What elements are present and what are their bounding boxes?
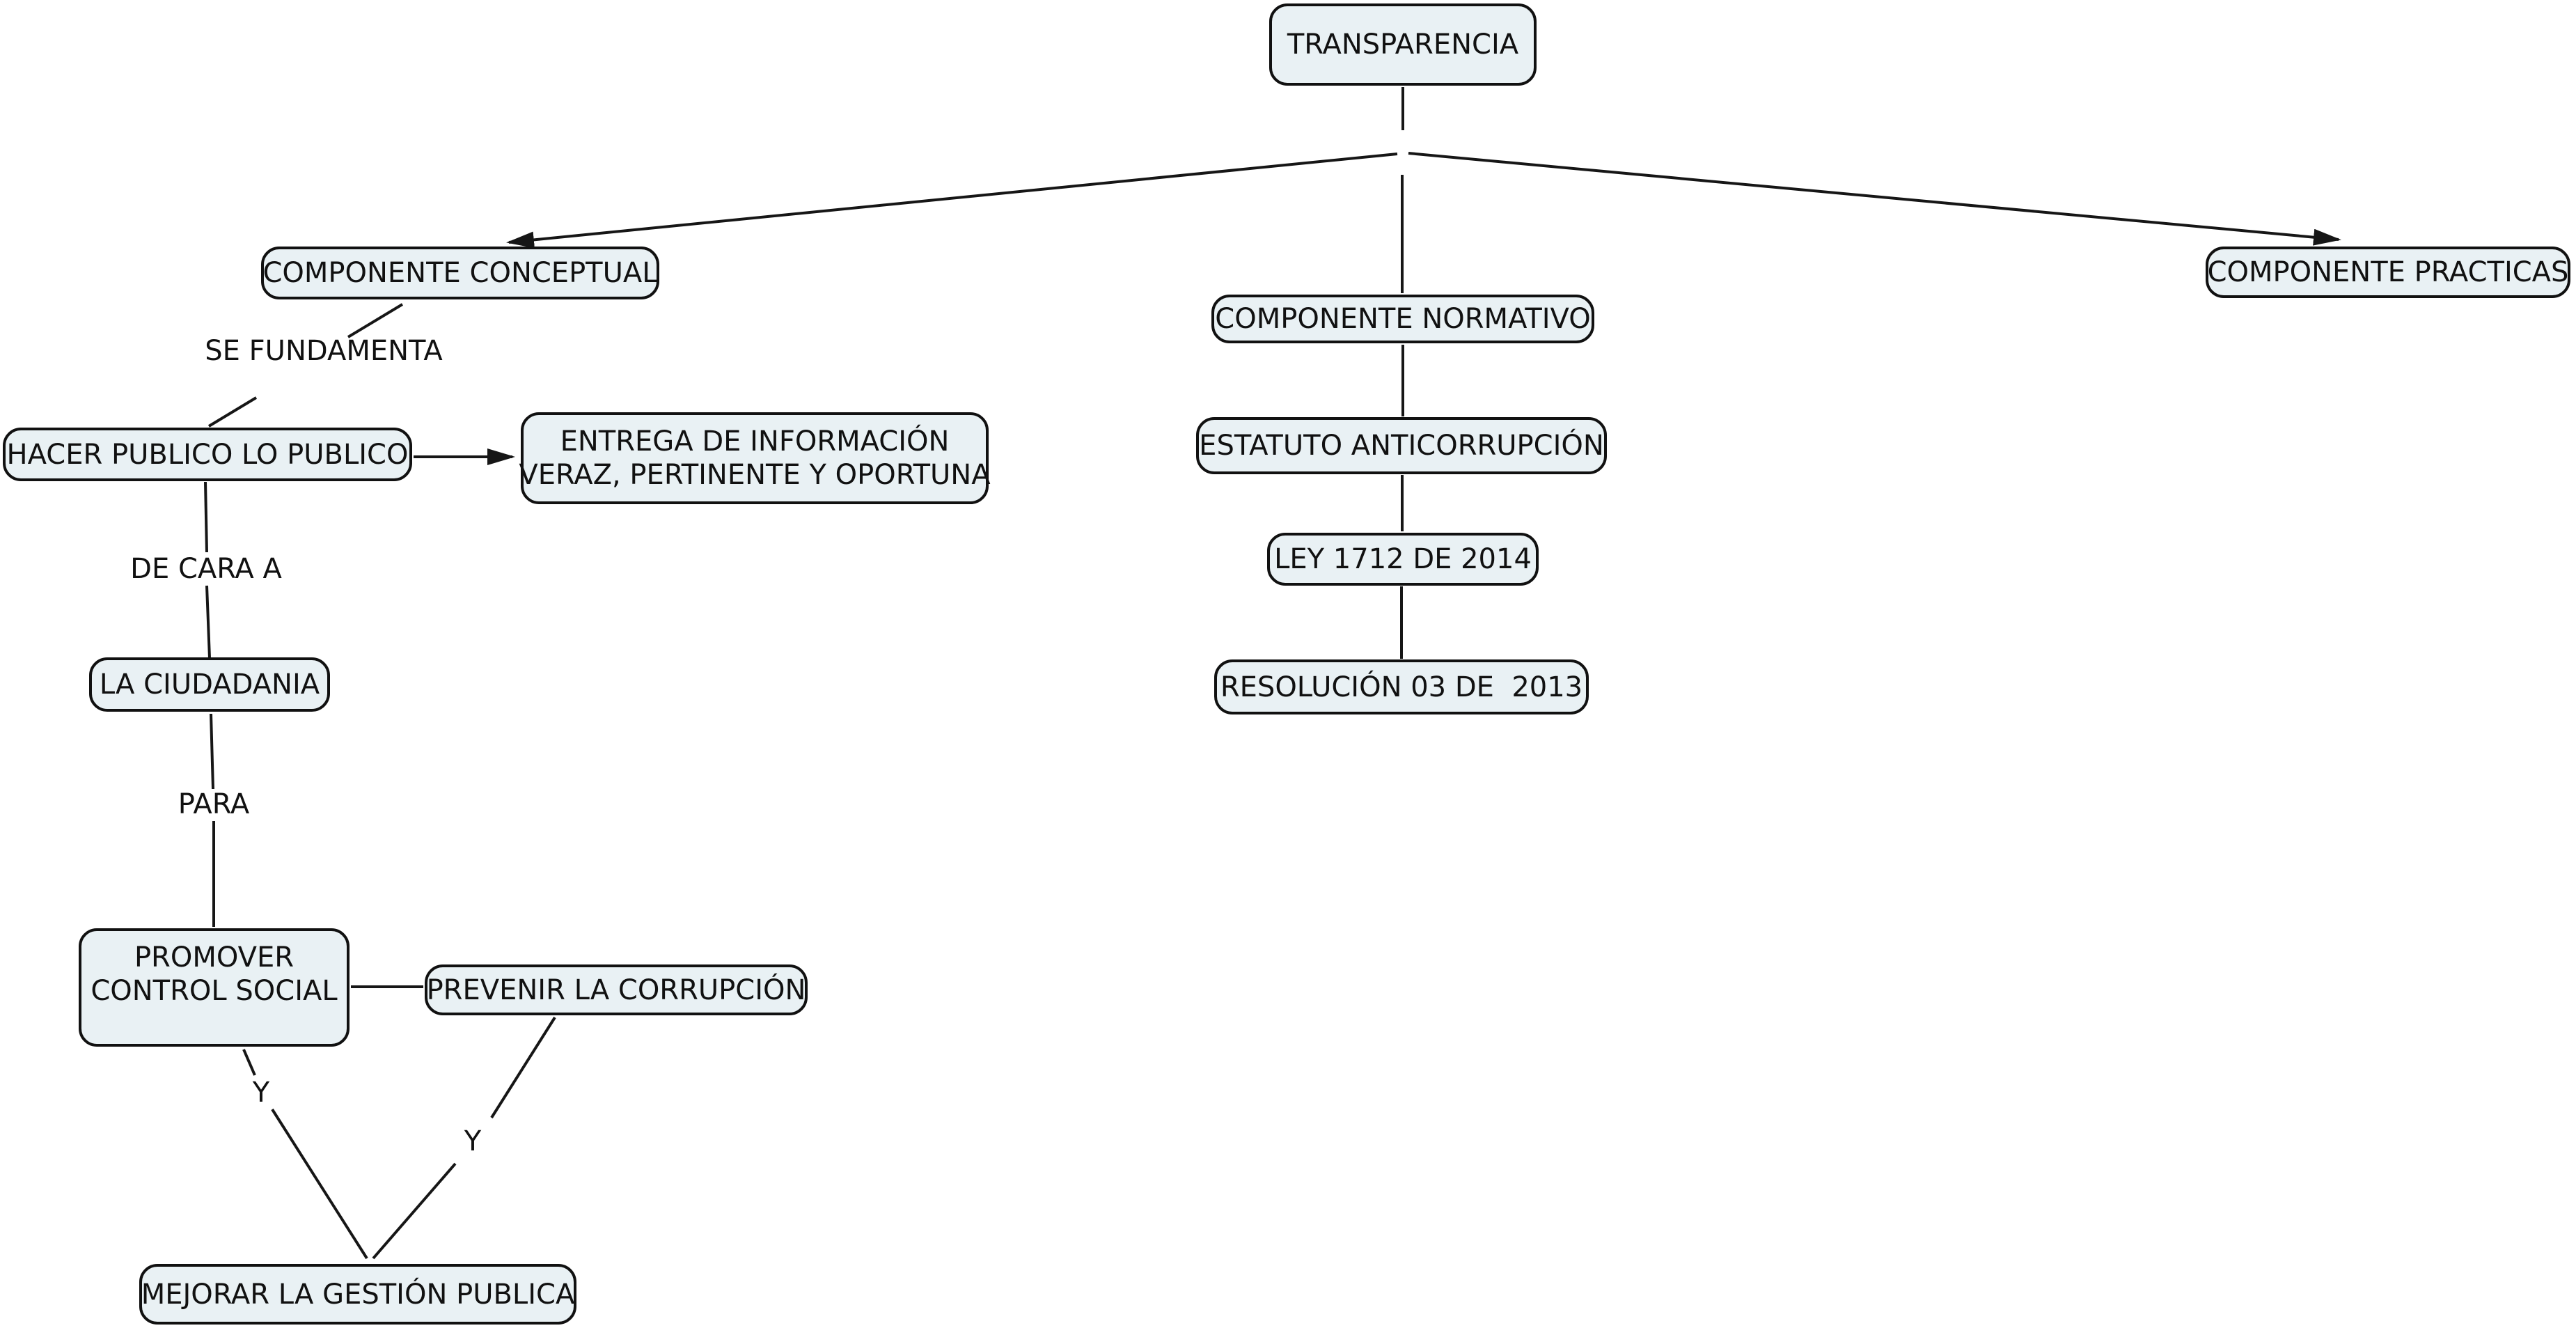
link-label-y-left[interactable]: Y — [252, 1077, 270, 1109]
node-estatuto-anticorrupcion[interactable]: ESTATUTO ANTICORRUPCIÓN — [1196, 417, 1607, 474]
link-prevenir-y — [490, 1016, 556, 1119]
link-to-practicas-arrow — [1408, 152, 2341, 246]
node-resolucion-label: RESOLUCIÓN 03 DE 2013 — [1220, 671, 1583, 703]
node-promover-control-social[interactable]: PROMOVER CONTROL SOCIAL — [79, 928, 350, 1047]
node-la-ciudadania[interactable]: LA CIUDADANIA — [89, 657, 330, 712]
link-y-mejorar-right — [372, 1162, 457, 1260]
link-conceptual-sefundamenta — [347, 303, 404, 338]
link-label-de-cara-a[interactable]: DE CARA A — [130, 553, 282, 585]
node-entrega-label-line2: VERAZ, PERTINENTE Y OPORTUNA — [519, 459, 991, 491]
node-componente-conceptual-label: COMPONENTE CONCEPTUAL — [262, 257, 658, 289]
node-entrega-de-informacion[interactable]: ENTREGA DE INFORMACIÓN VERAZ, PERTINENTE… — [519, 412, 991, 504]
node-ley-label: LEY 1712 DE 2014 — [1274, 543, 1532, 575]
node-mejorar-label: MEJORAR LA GESTIÓN PUBLICA — [141, 1278, 575, 1311]
node-mejorar-la-gestion-publica[interactable]: MEJORAR LA GESTIÓN PUBLICA — [139, 1264, 576, 1325]
node-entrega-label-line1: ENTREGA DE INFORMACIÓN — [560, 425, 950, 458]
node-ley-1712-de-2014[interactable]: LEY 1712 DE 2014 — [1267, 533, 1539, 586]
node-la-ciudadania-label: LA CIUDADANIA — [99, 669, 320, 701]
node-componente-practicas-label: COMPONENTE PRACTICAS — [2207, 256, 2569, 288]
link-label-se-fundamenta[interactable]: SE FUNDAMENTA — [205, 335, 443, 367]
node-prevenir-label: PREVENIR LA CORRUPCIÓN — [426, 974, 806, 1006]
node-componente-normativo[interactable]: COMPONENTE NORMATIVO — [1211, 295, 1594, 343]
node-componente-conceptual[interactable]: COMPONENTE CONCEPTUAL — [261, 247, 659, 299]
node-transparencia[interactable]: TRANSPARENCIA — [1269, 3, 1537, 86]
link-hacer-decaraa — [204, 481, 208, 553]
node-componente-normativo-label: COMPONENTE NORMATIVO — [1215, 303, 1591, 335]
link-promover-y — [242, 1049, 256, 1076]
link-y-mejorar-left — [271, 1108, 368, 1260]
node-promover-label-line2: CONTROL SOCIAL — [91, 975, 338, 1007]
link-ciudadania-para — [210, 713, 214, 790]
node-resolucion-03-de-2013[interactable]: RESOLUCIÓN 03 DE 2013 — [1214, 659, 1589, 714]
link-to-conceptual-arrow — [506, 153, 1398, 249]
node-hacer-publico-lo-publico[interactable]: HACER PUBLICO LO PUBLICO — [3, 428, 412, 481]
node-estatuto-label: ESTATUTO ANTICORRUPCIÓN — [1199, 430, 1604, 462]
node-transparencia-label: TRANSPARENCIA — [1287, 29, 1519, 61]
node-hacer-publico-label: HACER PUBLICO LO PUBLICO — [6, 438, 409, 471]
node-promover-label-line1: PROMOVER — [134, 942, 294, 974]
link-decaraa-ciudadania — [205, 585, 211, 659]
link-label-para[interactable]: PARA — [178, 788, 250, 820]
node-prevenir-la-corrupcion[interactable]: PREVENIR LA CORRUPCIÓN — [425, 964, 808, 1015]
link-label-y-right[interactable]: Y — [464, 1125, 482, 1157]
node-componente-practicas[interactable]: COMPONENTE PRACTICAS — [2206, 247, 2570, 298]
link-sefundamenta-hacer — [207, 396, 258, 428]
